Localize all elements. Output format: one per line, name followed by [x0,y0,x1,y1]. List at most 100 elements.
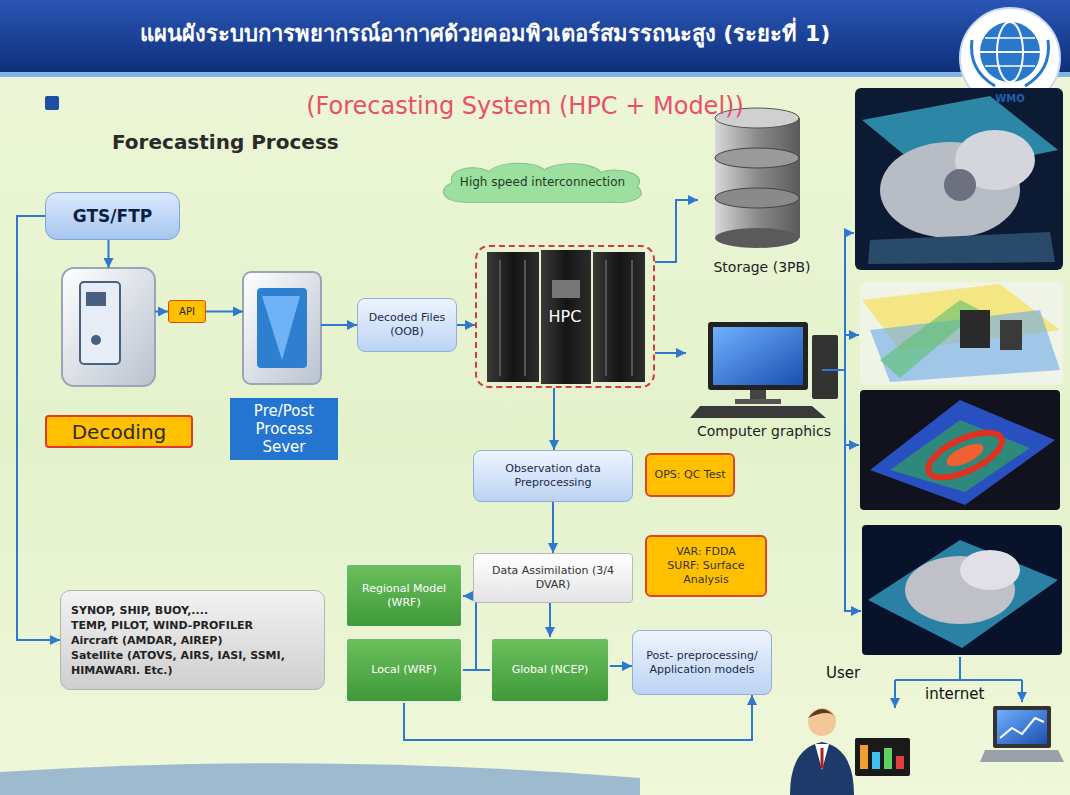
flow-arrow [457,324,475,326]
right-static-lines-part [822,369,845,371]
user-person-icon-part [790,742,854,795]
model-box: Regional Model (WRF) [345,563,463,628]
note-box: VAR: FDDASURF: Surface Analysis [645,535,767,597]
flow-arrow [321,324,357,326]
process-box: Post- preprocessing/ Application models [632,630,772,695]
node-text: Aircraft (AMDAR, AIREP) [71,633,222,648]
computer-icon-part [690,406,826,418]
computer-icon-part [708,322,808,390]
node-text: Pre/Post Process Sever [234,402,334,456]
visualization-image-3-part [860,390,1060,510]
visualization-image-1-part [944,169,976,201]
node-text: Local (WRF) [371,663,436,677]
right-static-lines-part [845,334,859,336]
visualization-image-2-part [960,310,990,348]
node-text: Computer graphics [697,423,831,439]
subtitle: (Forecasting System (HPC + Model)) [235,92,815,120]
storage-node: Storage (3PB) [698,108,826,283]
visualization-image-1-part [868,232,1055,264]
section-heading: Forecasting Process [112,130,372,154]
dashboard-icon-part [872,752,880,769]
hpc-rack-icon-part [631,260,633,376]
flow-arrow [463,596,490,670]
visualization-image-1 [855,88,1063,270]
node-text: Decoding [72,420,167,444]
storage-icon [715,108,800,248]
flow-arrow [463,669,490,671]
flow-arrow [155,311,168,313]
node-text: HPC [549,307,582,326]
visualization-image-2 [860,282,1063,385]
title-band-part [0,0,1070,72]
laptop-icon-part [1000,718,1044,738]
wmo-logo-part [980,51,1040,53]
process-box: Decoded Files (OOB) [357,298,457,352]
bottom-wave [0,763,640,795]
flow-arrow [206,311,243,313]
right-static-lines-part [895,679,1022,681]
storage-icon-part [715,148,799,168]
hpc-rack-icon-part [593,252,645,382]
wmo-logo-part [971,40,995,86]
visualization-image-1-part [855,88,1063,270]
user-person-icon-part [815,744,829,770]
hpc-box: HPC [475,245,655,388]
node-text: API [179,306,195,317]
decoding-server: Decoding [62,268,155,388]
internet-label: internet [925,685,1005,703]
right-static-lines-part [894,680,896,708]
laptop-icon-part [980,750,1064,762]
right-static-lines-part [844,233,846,612]
interconnect-cloud: High speed interconnection [435,160,650,204]
laptop-icon [980,706,1064,762]
node-label-box: Computer graphics [686,420,842,442]
hpc-rack-icon-part [487,252,539,382]
prepost-server-icon-part [262,296,300,360]
visualization-image-4-part [862,525,1062,655]
user-person-icon-part [808,709,836,718]
right-static-lines-part [1021,680,1023,702]
logo-text: WMO [990,93,1030,104]
dashboard-icon-part [860,745,868,769]
storage-icon-part [715,228,799,248]
right-static-lines-part [845,232,854,234]
user-person-icon-part [821,748,824,768]
node-text: GTS/FTP [73,206,152,226]
user-label: User [826,664,886,682]
dashboard-icon [855,738,910,776]
right-static-lines-part [845,444,859,446]
visualization-image-4-part [960,550,1020,590]
prepost-server-icon-part [243,272,321,384]
wmo-logo-part [985,37,1035,39]
hpc-rack-icon-part [552,280,580,298]
hpc-rack-icon-part [541,250,591,384]
user-person-icon [790,708,854,795]
decoding-server-icon-part [62,268,155,386]
flow-arrow [108,240,110,268]
wmo-logo-part [985,65,1035,67]
hpc-rack-icon-part [499,260,501,376]
source-box: GTS/FTP [45,192,180,240]
node-text: Regional Model (WRF) [353,582,455,610]
visualization-image-3-part [943,439,986,470]
node-text: SYNOP, SHIP, BUOY,.... [71,603,208,618]
dashboard-icon-part [855,738,910,776]
node-text: VAR: FDDA [676,545,735,559]
process-box: Data Assimilation (3/4 DVAR) [473,553,633,603]
title-band-part [0,72,1070,77]
visualization-image-3-part [870,400,1055,505]
decoding-server-icon [62,268,155,386]
dashboard-icon-part [884,748,892,769]
page-title: แผนผังระบบการพยากรณ์อากาศด้วยคอมพิวเตอร์… [40,20,930,48]
wmo-logo-part [1025,40,1049,86]
note-box: OPS: QC Test [645,453,735,497]
model-box: Local (WRF) [345,637,463,703]
wmo-logo-part [980,22,1040,82]
node-label-box: Pre/Post Process Sever [230,398,338,460]
bullet-square [45,96,59,110]
visualization-image-3-part [890,420,1030,492]
storage-icon-part [715,118,800,238]
node-text: SURF: Surface Analysis [653,559,759,587]
storage-icon-part [715,188,799,208]
